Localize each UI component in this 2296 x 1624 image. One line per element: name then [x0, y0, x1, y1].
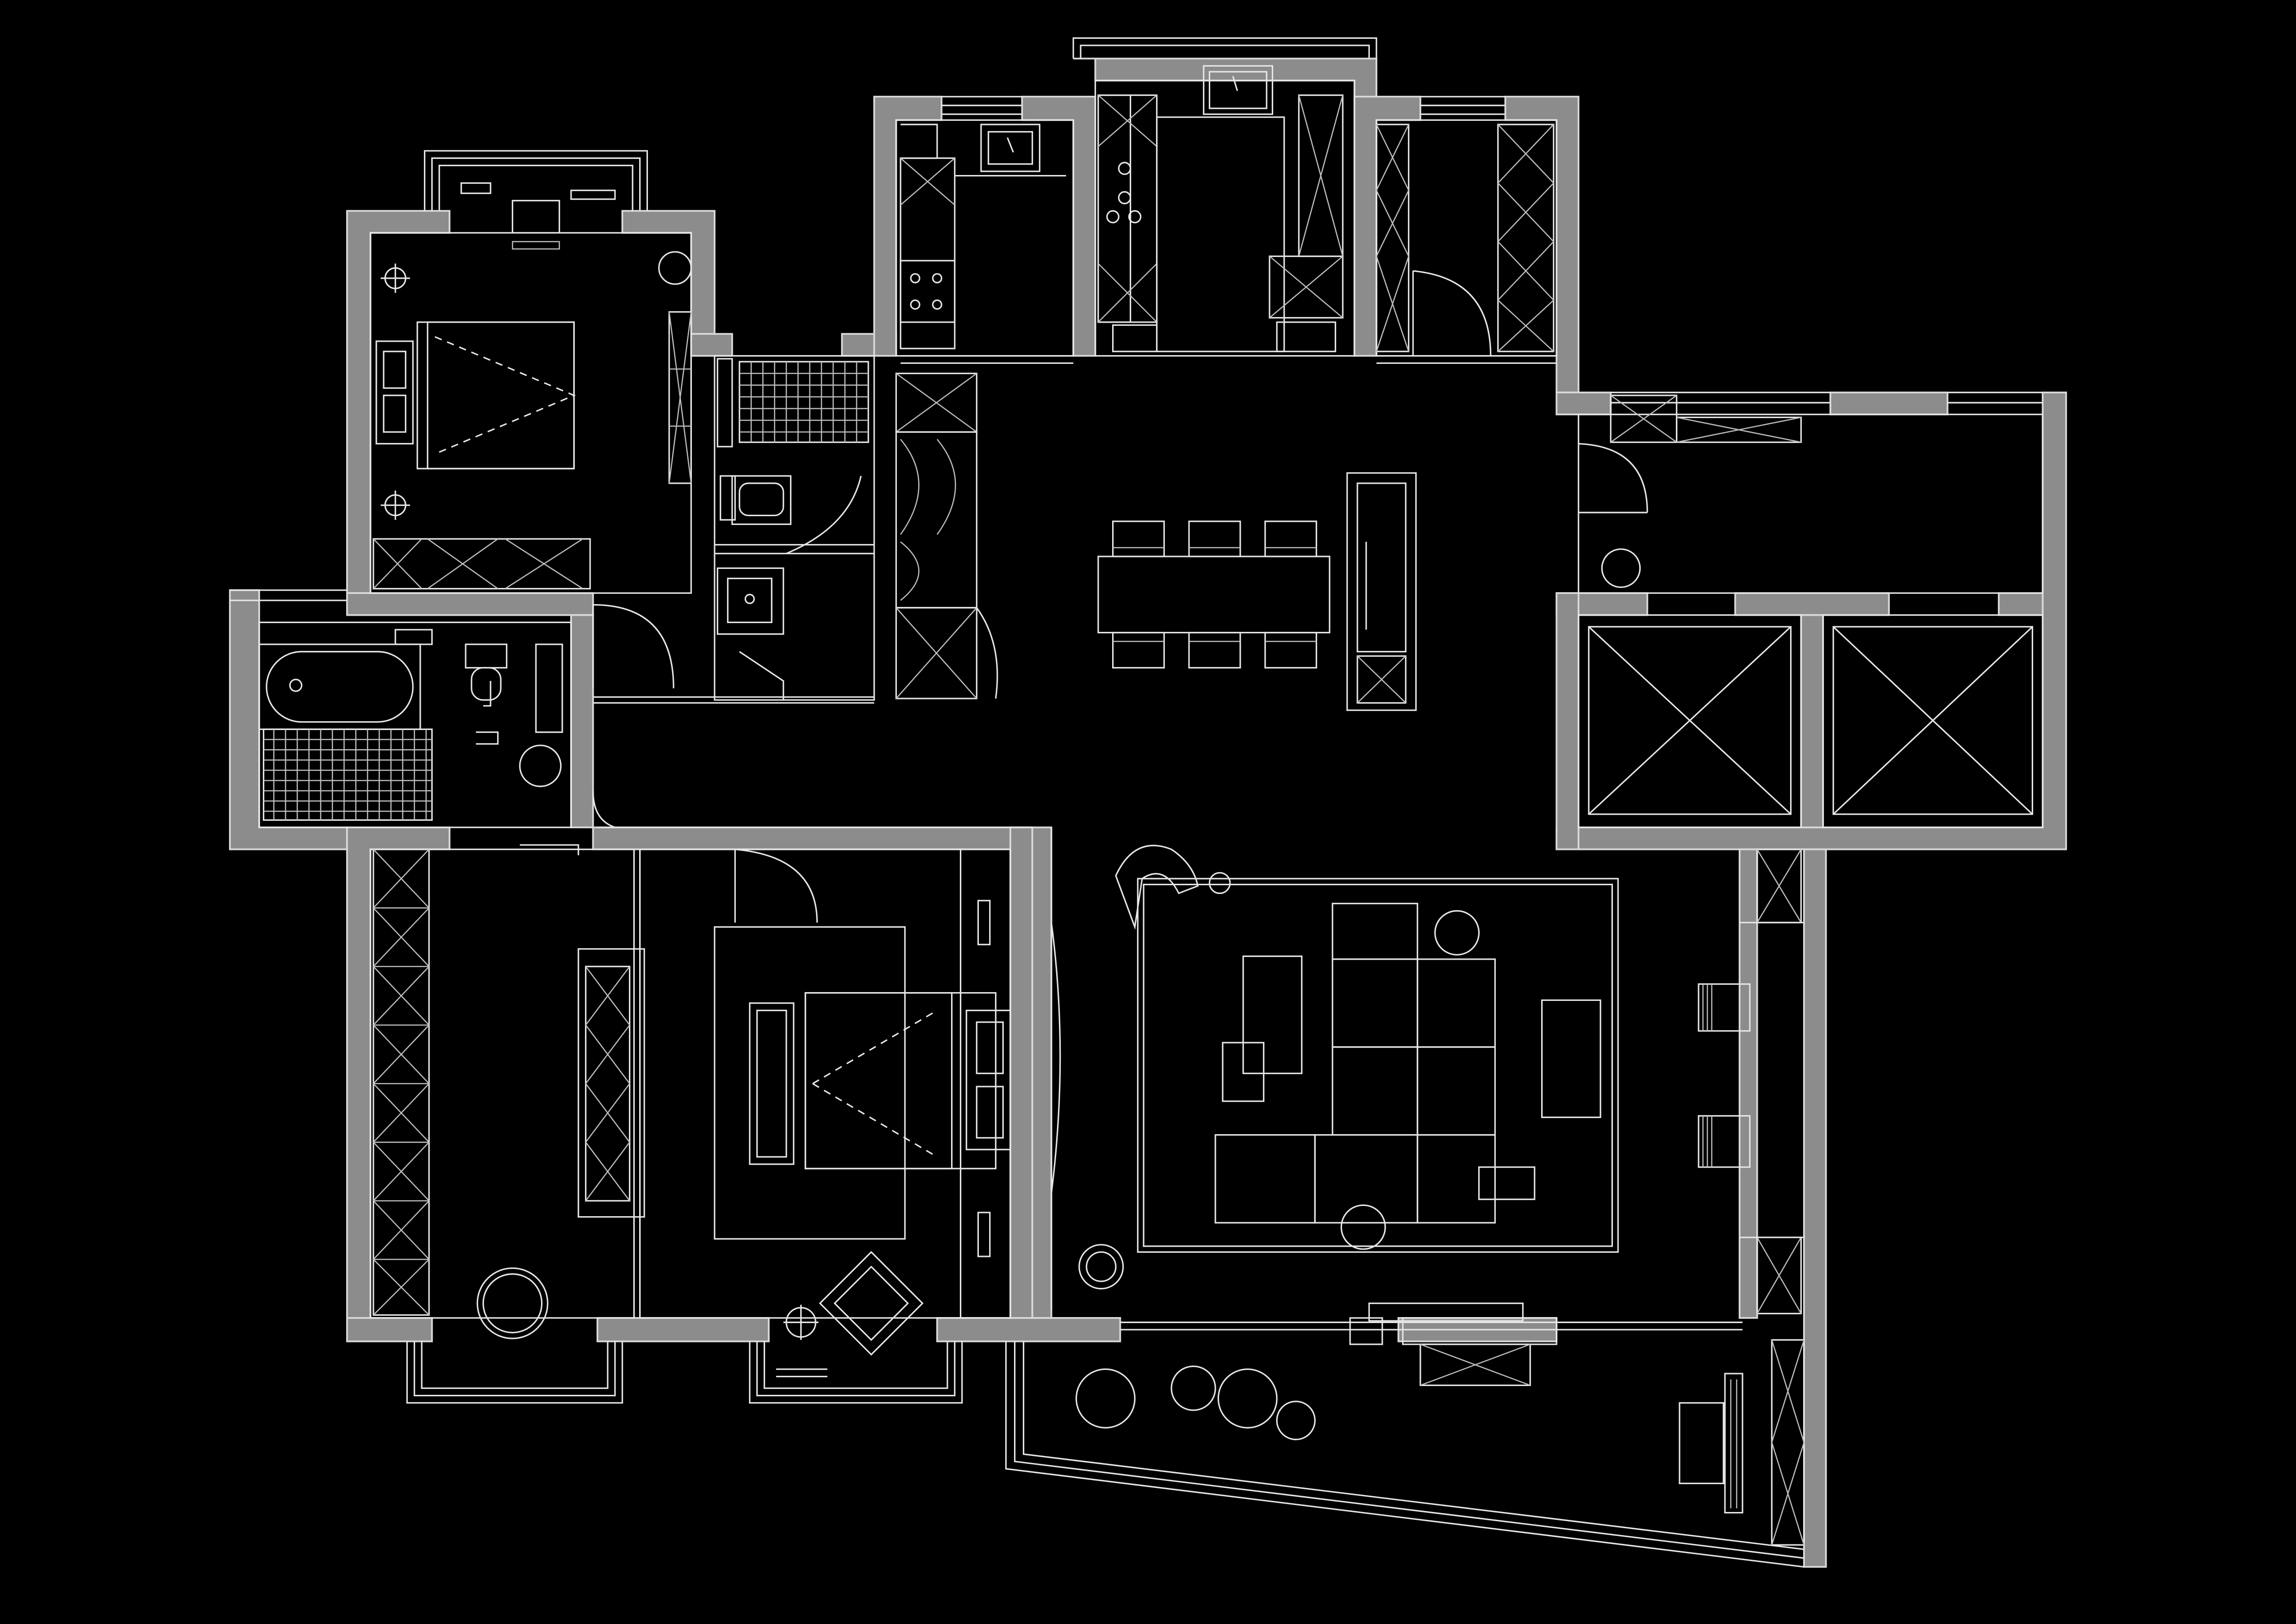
- master-bedroom: [639, 849, 1011, 1377]
- side-tables: [1541, 999, 1601, 1118]
- cooktop: [900, 260, 956, 323]
- rug: [1137, 878, 1619, 1253]
- side-table: [1679, 1402, 1724, 1484]
- round-table: [476, 1267, 548, 1339]
- utility-room: [1375, 119, 1557, 364]
- round-basin: [519, 744, 562, 787]
- coffee-table: [1242, 955, 1303, 1074]
- round-stools: [1075, 1368, 1136, 1429]
- fridge: [1269, 255, 1344, 319]
- vanity-basin: [716, 567, 784, 635]
- bathroom-northwest: [258, 604, 674, 828]
- dining-room: [895, 373, 1417, 711]
- bathroom-center: [714, 355, 875, 701]
- round-side-table: [658, 251, 692, 285]
- lounge-chair: [819, 1251, 924, 1356]
- sink: [1203, 65, 1274, 115]
- bedroom-northwest: [369, 182, 692, 594]
- windows: [230, 37, 2043, 1568]
- storage-bay-left: [1578, 614, 1802, 828]
- toilet: [731, 475, 792, 525]
- bench: [749, 1002, 795, 1165]
- sideboard: [1346, 472, 1417, 711]
- desk: [511, 200, 560, 234]
- wardrobe: [373, 538, 591, 590]
- round-drum: [1601, 548, 1641, 588]
- shower-tray: [262, 728, 433, 821]
- storage-bay-right: [1822, 614, 2044, 828]
- balcony: [1075, 1302, 1805, 1546]
- storage-room-east: [1578, 394, 2044, 594]
- shower-tray: [739, 361, 869, 443]
- sink: [980, 124, 1040, 172]
- armchair: [1115, 844, 1199, 930]
- wardrobe: [373, 849, 430, 1316]
- kitchen: [895, 65, 1356, 364]
- living-room: [1051, 844, 1804, 1314]
- sofa: [578, 948, 645, 1218]
